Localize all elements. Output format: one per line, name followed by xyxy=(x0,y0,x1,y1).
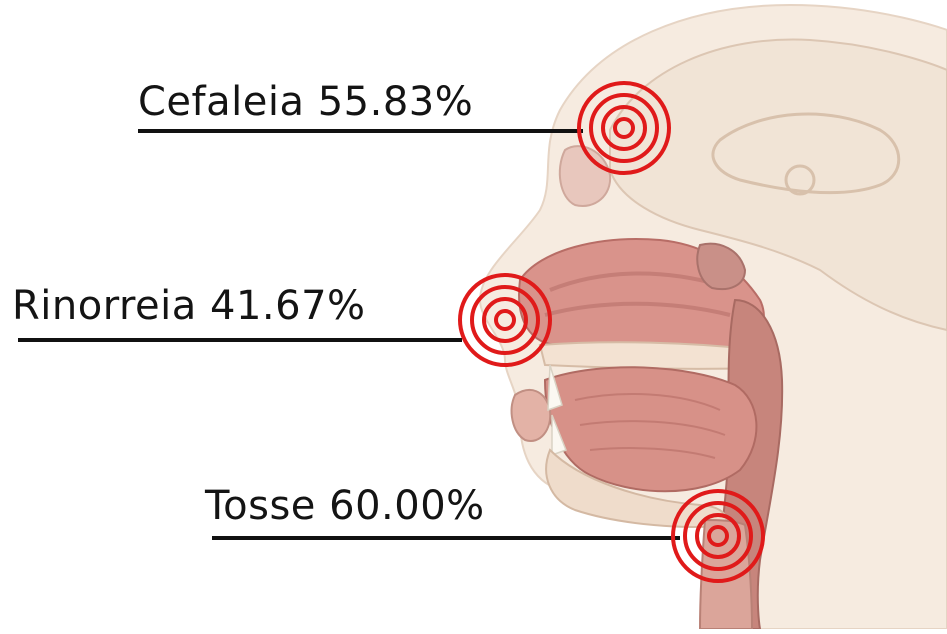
tosse-value: 60.00% xyxy=(329,483,485,529)
rinorreia-name: Rinorreia xyxy=(12,283,197,329)
cefaleia-name: Cefaleia xyxy=(138,79,304,125)
rinorreia-label: Rinorreia 41.67% xyxy=(12,286,366,326)
tosse-label: Tosse 60.00% xyxy=(205,486,485,526)
cefaleia-value: 55.83% xyxy=(318,79,474,125)
tosse-name: Tosse xyxy=(205,483,316,529)
rinorreia-value: 41.67% xyxy=(210,283,366,329)
cefaleia-label: Cefaleia 55.83% xyxy=(138,82,473,122)
